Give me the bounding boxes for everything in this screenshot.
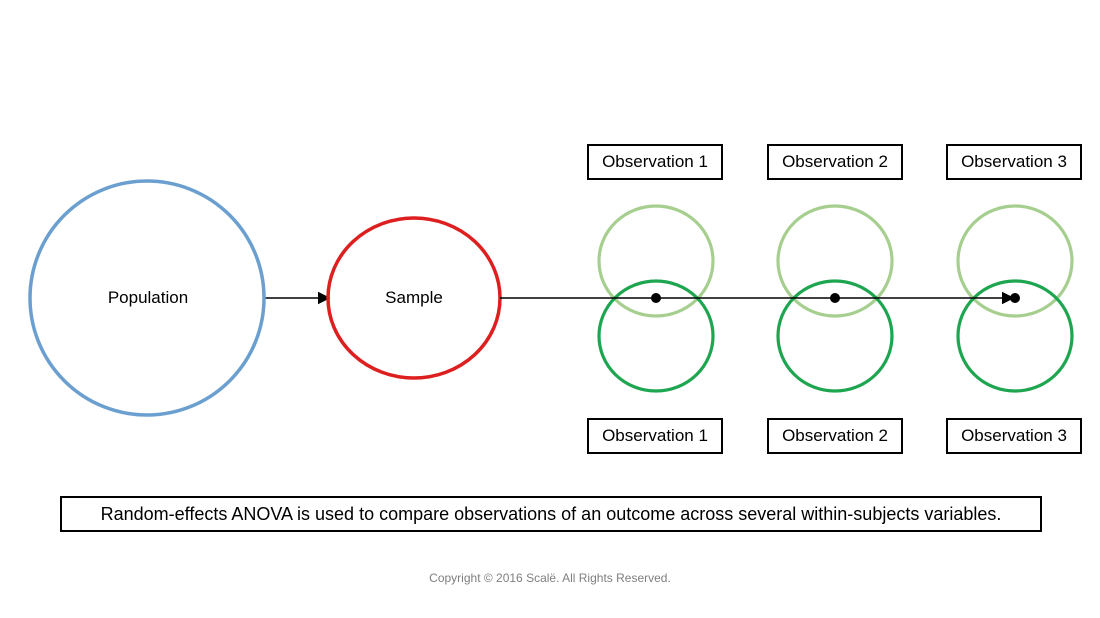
observation-2-top-circle xyxy=(776,204,894,318)
observation-1-top-box: Observation 1 xyxy=(587,144,723,180)
observation-2-top-box: Observation 2 xyxy=(767,144,903,180)
population-label: Population xyxy=(107,288,189,307)
observation-2-dot xyxy=(830,293,840,303)
caption-box: Random-effects ANOVA is used to compare … xyxy=(60,496,1042,532)
observation-1-bottom-circle xyxy=(597,279,715,393)
observation-2-bottom-circle xyxy=(776,279,894,393)
observation-3-top-circle xyxy=(956,204,1074,318)
sample-label: Sample xyxy=(385,288,443,307)
observation-3-bottom-circle xyxy=(956,279,1074,393)
population-circle xyxy=(28,179,266,417)
observation-3-top-box: Observation 3 xyxy=(946,144,1082,180)
copyright-text: Copyright © 2016 Scalë. All Rights Reser… xyxy=(429,571,671,585)
observation-1-bottom-box: Observation 1 xyxy=(587,418,723,454)
observation-3-dot xyxy=(1010,293,1020,303)
observation-1-dot xyxy=(651,293,661,303)
observation-3-bottom-box: Observation 3 xyxy=(946,418,1082,454)
observation-1-top-circle xyxy=(597,204,715,318)
observation-2-bottom-box: Observation 2 xyxy=(767,418,903,454)
